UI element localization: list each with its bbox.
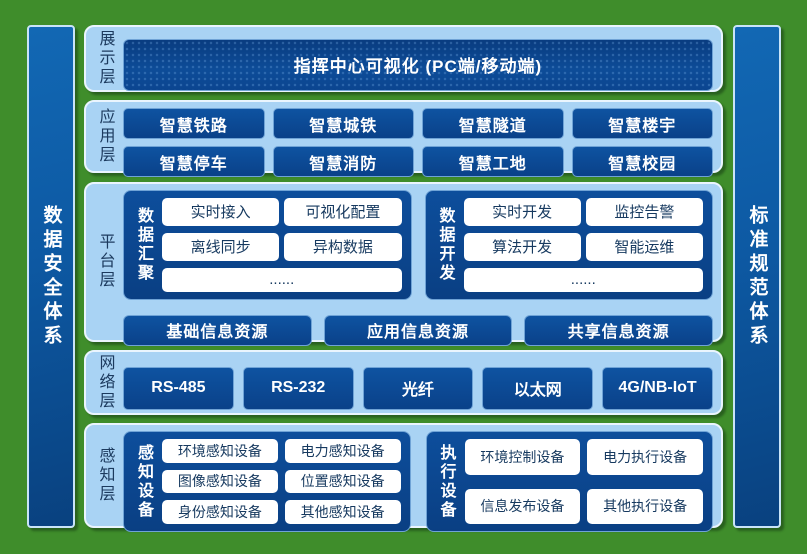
device-other-execution: 其他执行设备 — [587, 488, 703, 524]
item-monitoring-alert: 监控告警 — [585, 197, 703, 226]
display-layer: 展示层 指挥中心可视化 (PC端/移动端) — [84, 25, 723, 92]
sensing-devices-group: 感知设备 环境感知设备 电力感知设备 图像感知设备 位置感知设备 身份感知设备 … — [123, 431, 411, 532]
data-security-bar: 数据安全体系 — [27, 25, 75, 528]
app-box-smart-railway: 智慧铁路 — [123, 108, 265, 140]
app-box-smart-building: 智慧楼宇 — [571, 108, 713, 140]
device-power-sensing: 电力感知设备 — [284, 439, 401, 463]
app-box-smart-firefighting: 智慧消防 — [272, 146, 414, 178]
perception-layer-content: 感知设备 环境感知设备 电力感知设备 图像感知设备 位置感知设备 身份感知设备 … — [123, 431, 713, 532]
app-box-smart-metro: 智慧城铁 — [272, 108, 414, 140]
command-center-visualization-box: 指挥中心可视化 (PC端/移动端) — [123, 38, 713, 91]
perception-layer: 感知层 感知设备 环境感知设备 电力感知设备 图像感知设备 位置感知设备 身份感… — [84, 423, 723, 532]
application-layer-content: 智慧铁路 智慧城铁 智慧隧道 智慧楼宇 智慧停车 智慧消防 智慧工地 智慧校园 — [123, 108, 713, 178]
platform-groups-row: 数据汇聚 实时接入 可视化配置 离线同步 异构数据 ...... 数据开发 实时… — [123, 189, 713, 300]
execution-devices-group: 执行设备 环境控制设备 电力执行设备 信息发布设备 其他执行设备 — [425, 431, 713, 532]
platform-layer: 平台层 数据汇聚 实时接入 可视化配置 离线同步 异构数据 ...... — [84, 181, 723, 346]
information-resources-row: 基础信息资源 应用信息资源 共享信息资源 — [123, 314, 714, 346]
application-layer: 应用层 智慧铁路 智慧城铁 智慧隧道 智慧楼宇 智慧停车 智慧消防 智慧工地 智… — [84, 100, 723, 178]
data-aggregation-group: 数据汇聚 实时接入 可视化配置 离线同步 异构数据 ...... — [123, 189, 412, 300]
item-offline-sync: 离线同步 — [162, 232, 280, 261]
data-development-group: 数据开发 实时开发 监控告警 算法开发 智能运维 ...... — [424, 189, 713, 300]
data-aggregation-group-label: 数据汇聚 — [135, 206, 152, 283]
item-heterogeneous-data: 异构数据 — [284, 232, 402, 261]
data-development-group-label: 数据开发 — [436, 206, 454, 283]
device-other-sensing: 其他感知设备 — [284, 500, 401, 524]
item-realtime-development: 实时开发 — [463, 197, 581, 226]
device-location-sensing: 位置感知设备 — [284, 469, 401, 494]
layers-column: 展示层 指挥中心可视化 (PC端/移动端) 应用层 智慧铁路 智慧城铁 智慧隧道… — [84, 25, 723, 532]
sensing-devices-grid: 环境感知设备 电力感知设备 图像感知设备 位置感知设备 身份感知设备 其他感知设… — [162, 439, 401, 524]
architecture-diagram: 数据安全体系 展示层 指挥中心可视化 (PC端/移动端) 应用层 智慧铁路 智慧… — [27, 25, 781, 532]
network-layer-content: RS-485 RS-232 光纤 以太网 4G/NB-IoT — [123, 358, 713, 419]
standards-bar: 标准规范体系 — [733, 25, 781, 528]
execution-devices-group-label: 执行设备 — [437, 443, 455, 520]
item-development-ellipsis: ...... — [463, 267, 703, 292]
application-layer-label: 应用层 — [96, 108, 114, 166]
app-box-smart-construction: 智慧工地 — [422, 146, 564, 178]
app-box-smart-campus: 智慧校园 — [571, 146, 713, 178]
item-aggregation-ellipsis: ...... — [162, 267, 402, 292]
display-layer-label: 展示层 — [96, 30, 114, 87]
data-aggregation-grid: 实时接入 可视化配置 离线同步 异构数据 ...... — [162, 197, 402, 292]
item-intelligent-ops: 智能运维 — [585, 232, 703, 261]
data-development-grid: 实时开发 监控告警 算法开发 智能运维 ...... — [463, 197, 703, 292]
network-layer: 网络层 RS-485 RS-232 光纤 以太网 4G/NB-IoT — [84, 349, 723, 415]
resource-box-basic-info: 基础信息资源 — [123, 314, 312, 346]
item-visual-config: 可视化配置 — [284, 197, 402, 226]
data-security-bar-label: 数据安全体系 — [40, 204, 62, 349]
device-info-publishing: 信息发布设备 — [464, 488, 581, 524]
display-layer-content: 指挥中心可视化 (PC端/移动端) — [123, 33, 713, 96]
item-algorithm-development: 算法开发 — [463, 232, 581, 261]
network-box-rs232: RS-232 — [242, 366, 354, 410]
network-box-4g-nbiot: 4G/NB-IoT — [602, 366, 713, 410]
device-identity-sensing: 身份感知设备 — [162, 500, 278, 524]
app-box-smart-parking: 智慧停车 — [123, 146, 265, 178]
network-layer-label: 网络层 — [96, 353, 114, 411]
network-box-rs485: RS-485 — [123, 366, 234, 410]
app-box-smart-tunnel: 智慧隧道 — [422, 108, 564, 140]
device-environment-sensing: 环境感知设备 — [162, 439, 278, 463]
item-realtime-access: 实时接入 — [162, 197, 280, 226]
device-power-execution: 电力执行设备 — [587, 439, 703, 475]
device-environment-control: 环境控制设备 — [464, 439, 581, 475]
resource-box-shared-info: 共享信息资源 — [524, 314, 714, 346]
execution-devices-grid: 环境控制设备 电力执行设备 信息发布设备 其他执行设备 — [464, 439, 703, 524]
network-box-ethernet: 以太网 — [482, 366, 594, 410]
perception-layer-label: 感知层 — [96, 447, 114, 504]
platform-layer-label: 平台层 — [96, 233, 114, 290]
standards-bar-label: 标准规范体系 — [746, 204, 768, 349]
device-image-sensing: 图像感知设备 — [162, 469, 278, 494]
network-box-fiber: 光纤 — [362, 366, 474, 410]
resource-box-application-info: 应用信息资源 — [323, 314, 513, 346]
sensing-devices-group-label: 感知设备 — [135, 443, 152, 520]
network-row: RS-485 RS-232 光纤 以太网 4G/NB-IoT — [123, 366, 713, 410]
platform-layer-content: 数据汇聚 实时接入 可视化配置 离线同步 异构数据 ...... 数据开发 实时… — [123, 189, 714, 346]
